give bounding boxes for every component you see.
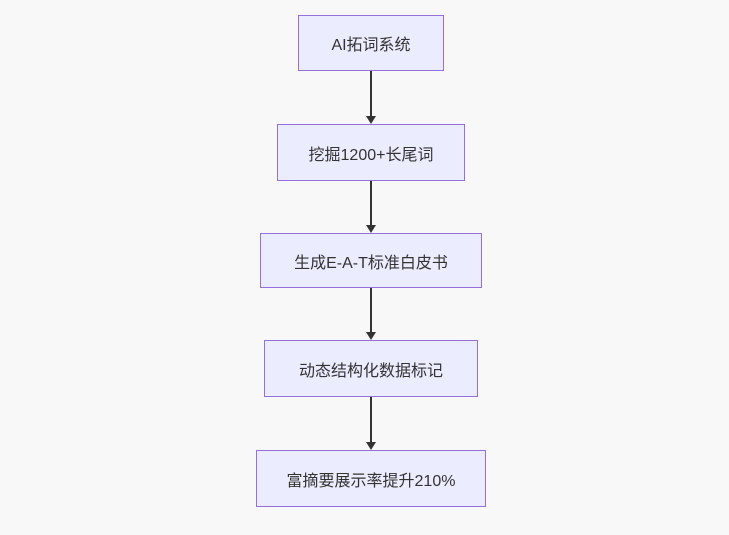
arrow-line — [370, 288, 372, 332]
flow-arrow-1 — [366, 71, 376, 124]
flow-node-structured-data-markup: 动态结构化数据标记 — [264, 340, 478, 397]
arrow-line — [370, 71, 372, 116]
flow-node-label: 动态结构化数据标记 — [298, 362, 443, 380]
flow-node-eat-whitepaper: 生成E-A-T标准白皮书 — [260, 233, 482, 288]
arrow-line — [370, 397, 372, 442]
flow-arrow-3 — [366, 288, 376, 340]
flow-arrow-2 — [366, 181, 376, 233]
flow-node-label: AI拓词系统 — [331, 37, 411, 54]
flow-node-rich-snippet-result: 富摘要展示率提升210% — [256, 450, 486, 507]
flow-node-label: 生成E-A-T标准白皮书 — [294, 254, 448, 272]
flow-node-longtail-mining: 挖掘1200+长尾词 — [277, 124, 465, 181]
arrow-line — [370, 181, 372, 225]
arrowhead-icon — [366, 116, 376, 124]
arrowhead-icon — [366, 225, 376, 233]
flow-node-ai-keyword-system: AI拓词系统 — [298, 15, 444, 71]
flow-arrow-4 — [366, 397, 376, 450]
flow-node-label: 挖掘1200+长尾词 — [308, 146, 434, 164]
flow-node-label: 富摘要展示率提升210% — [286, 472, 456, 490]
arrowhead-icon — [366, 332, 376, 340]
arrowhead-icon — [366, 442, 376, 450]
